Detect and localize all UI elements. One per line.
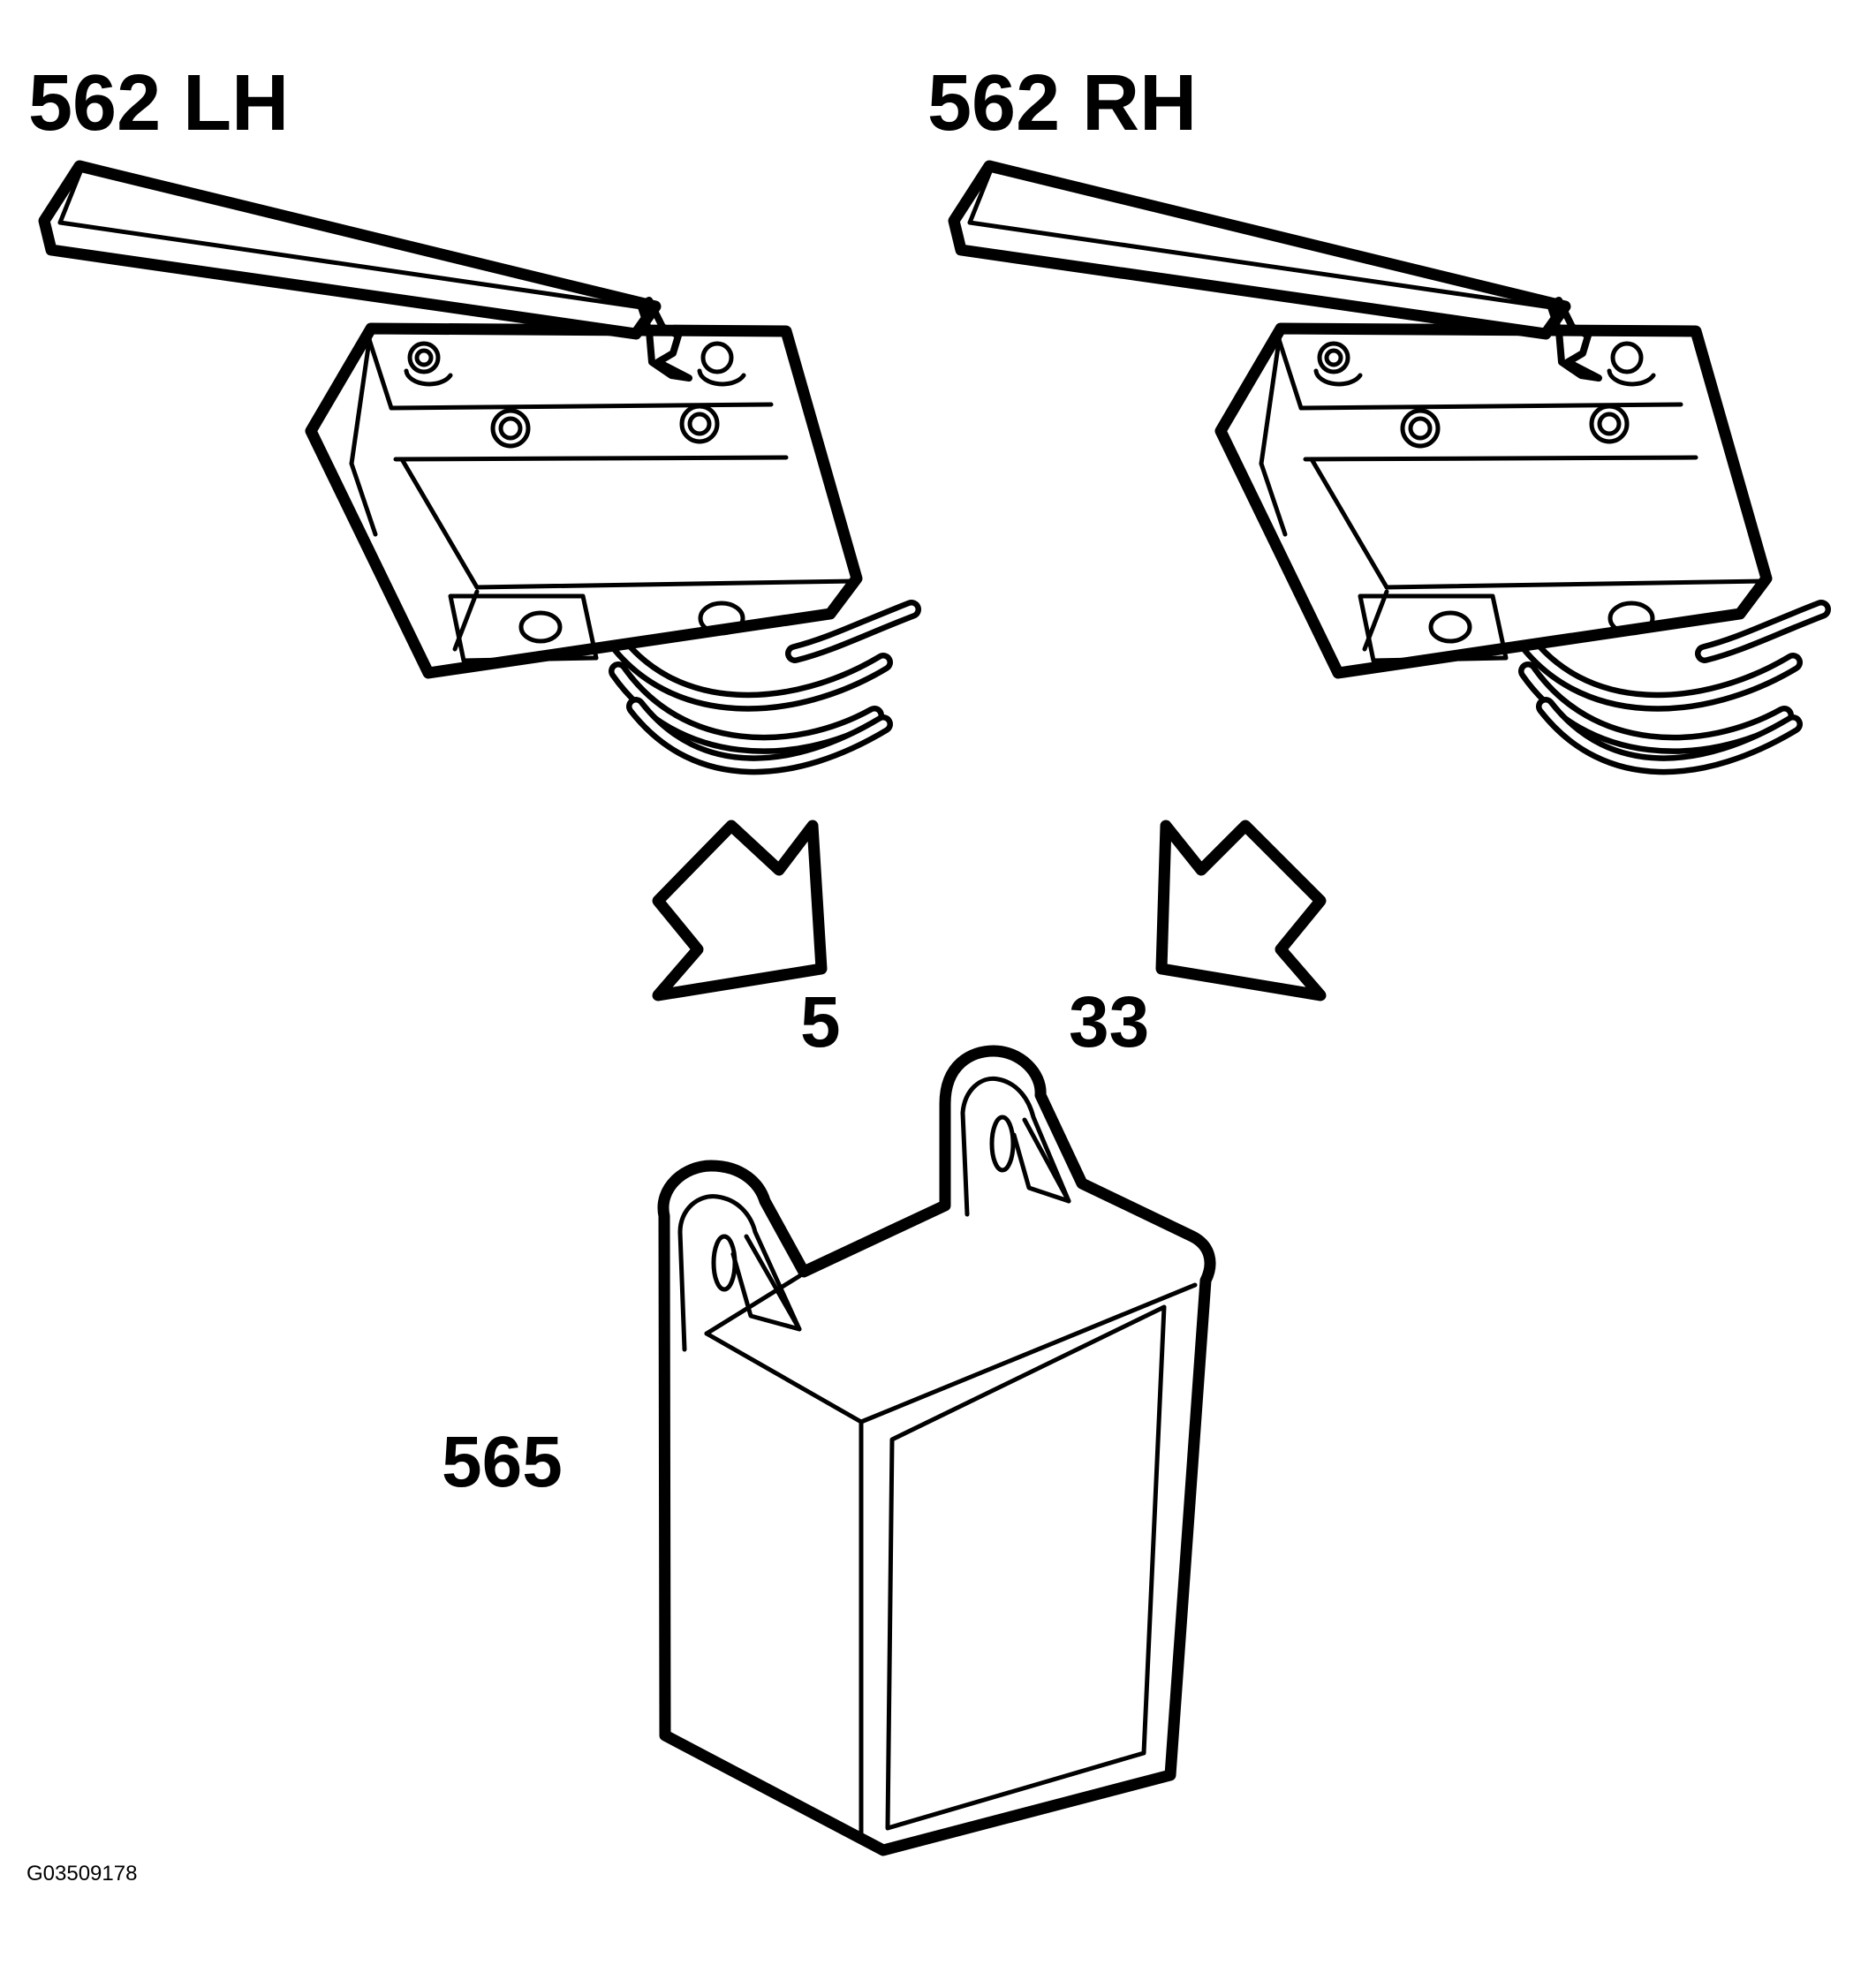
switch-right-label: 562 RH <box>927 59 1198 147</box>
figure-code: G03509178 <box>26 1862 138 1886</box>
arrow-right-label: 33 <box>1069 982 1150 1062</box>
module-label: 565 <box>442 1422 563 1502</box>
relay-module-icon <box>657 1045 1216 1856</box>
micro-switch-left <box>44 166 912 765</box>
arrow-left-label: 5 <box>800 982 841 1062</box>
switch-left-label: 562 LH <box>28 59 290 147</box>
outline-arrow-icon <box>1155 820 1327 1001</box>
micro-switch-right <box>954 166 1821 765</box>
outline-arrow-icon <box>652 820 828 1001</box>
